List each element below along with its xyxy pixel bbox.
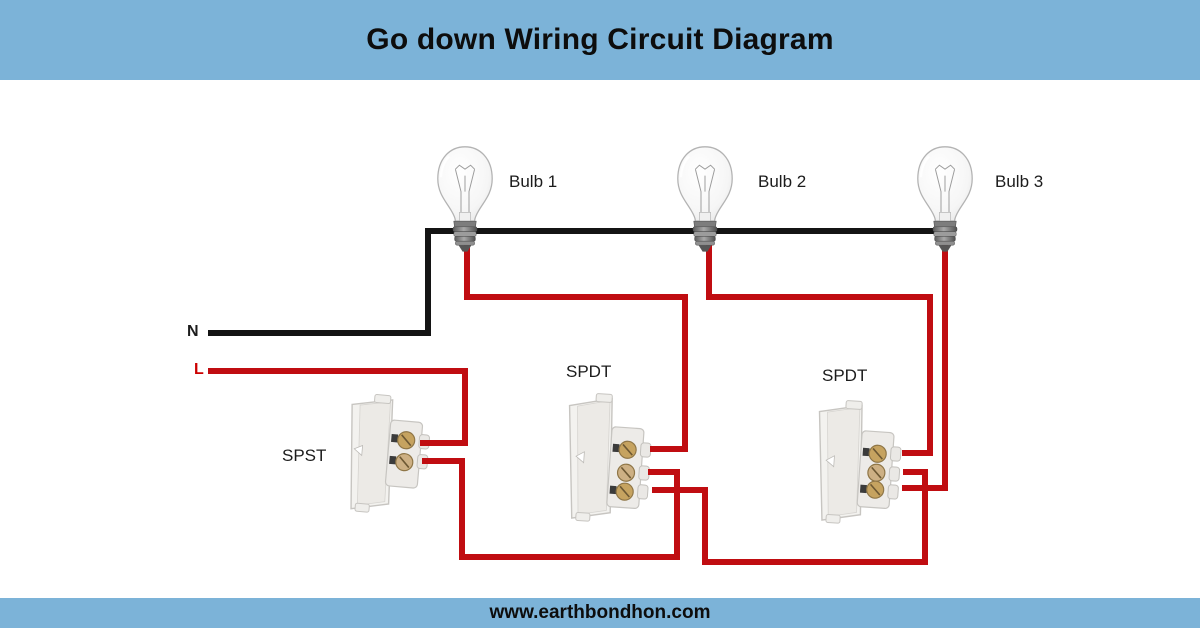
bulb1-image <box>437 146 493 252</box>
wire-spdt3-top-terminal-wire <box>902 450 933 456</box>
spdt-switch2-image <box>568 393 652 522</box>
bulb3-label: Bulb 3 <box>995 172 1044 191</box>
bulb1-label: Bulb 1 <box>509 172 558 191</box>
spst-switch-image <box>350 394 430 513</box>
wire-spdt3-top-riser <box>927 294 933 456</box>
wire-live-drop-to-spst <box>462 368 468 446</box>
bulb3-image <box>916 145 974 253</box>
wire-neutral-bulb-bus <box>425 228 950 234</box>
bulb2-label: Bulb 2 <box>758 172 807 191</box>
wire-spst-top-terminal-wire <box>420 440 468 446</box>
wire-spdt2-bottom-drop <box>702 487 708 565</box>
spdt2-label: SPDT <box>566 362 612 381</box>
wire-bulb2-horizontal <box>706 294 933 300</box>
wire-bottom-run-right <box>702 559 928 565</box>
wire-bulb1-horizontal <box>464 294 688 300</box>
neutral-label: N <box>187 323 199 340</box>
wire-spst-output-drop <box>459 458 465 560</box>
wire-spdt3-bottom-terminal-wire <box>902 485 948 491</box>
wire-spdt2-middle-terminal-wire <box>648 469 680 475</box>
wire-bulb1-drop <box>464 240 470 300</box>
wire-bulb2-drop <box>706 240 712 300</box>
spst-label: SPST <box>282 446 327 465</box>
wire-live-feed-horizontal <box>208 368 468 374</box>
wire-neutral-riser-vertical <box>425 228 431 336</box>
spdt-switch3-image <box>818 400 902 524</box>
page-title: Go down Wiring Circuit Diagram <box>366 23 834 56</box>
wire-riser-to-spdt3-common <box>922 469 928 565</box>
wire-bottom-run-left <box>459 554 680 560</box>
wire-bulb3-drop <box>942 240 948 491</box>
spdt3-label: SPDT <box>822 366 868 385</box>
wire-spdt2-top-terminal-wire <box>650 446 688 452</box>
wire-spdt2-bottom-terminal-wire <box>652 487 708 493</box>
wire-spst-bottom-terminal-wire <box>422 458 465 464</box>
footer-url: www.earthbondhon.com <box>489 602 711 623</box>
wire-spdt3-middle-terminal-wire <box>903 469 928 475</box>
live-label: L <box>194 361 204 378</box>
wire-spdt2-top-riser <box>682 294 688 452</box>
wire-neutral-feed-horizontal <box>208 330 431 336</box>
header-banner: Go down Wiring Circuit Diagram <box>0 0 1200 80</box>
bulb2-image <box>676 145 734 253</box>
footer-banner: www.earthbondhon.com <box>0 598 1200 628</box>
wire-riser-to-spdt2-common <box>674 469 680 560</box>
